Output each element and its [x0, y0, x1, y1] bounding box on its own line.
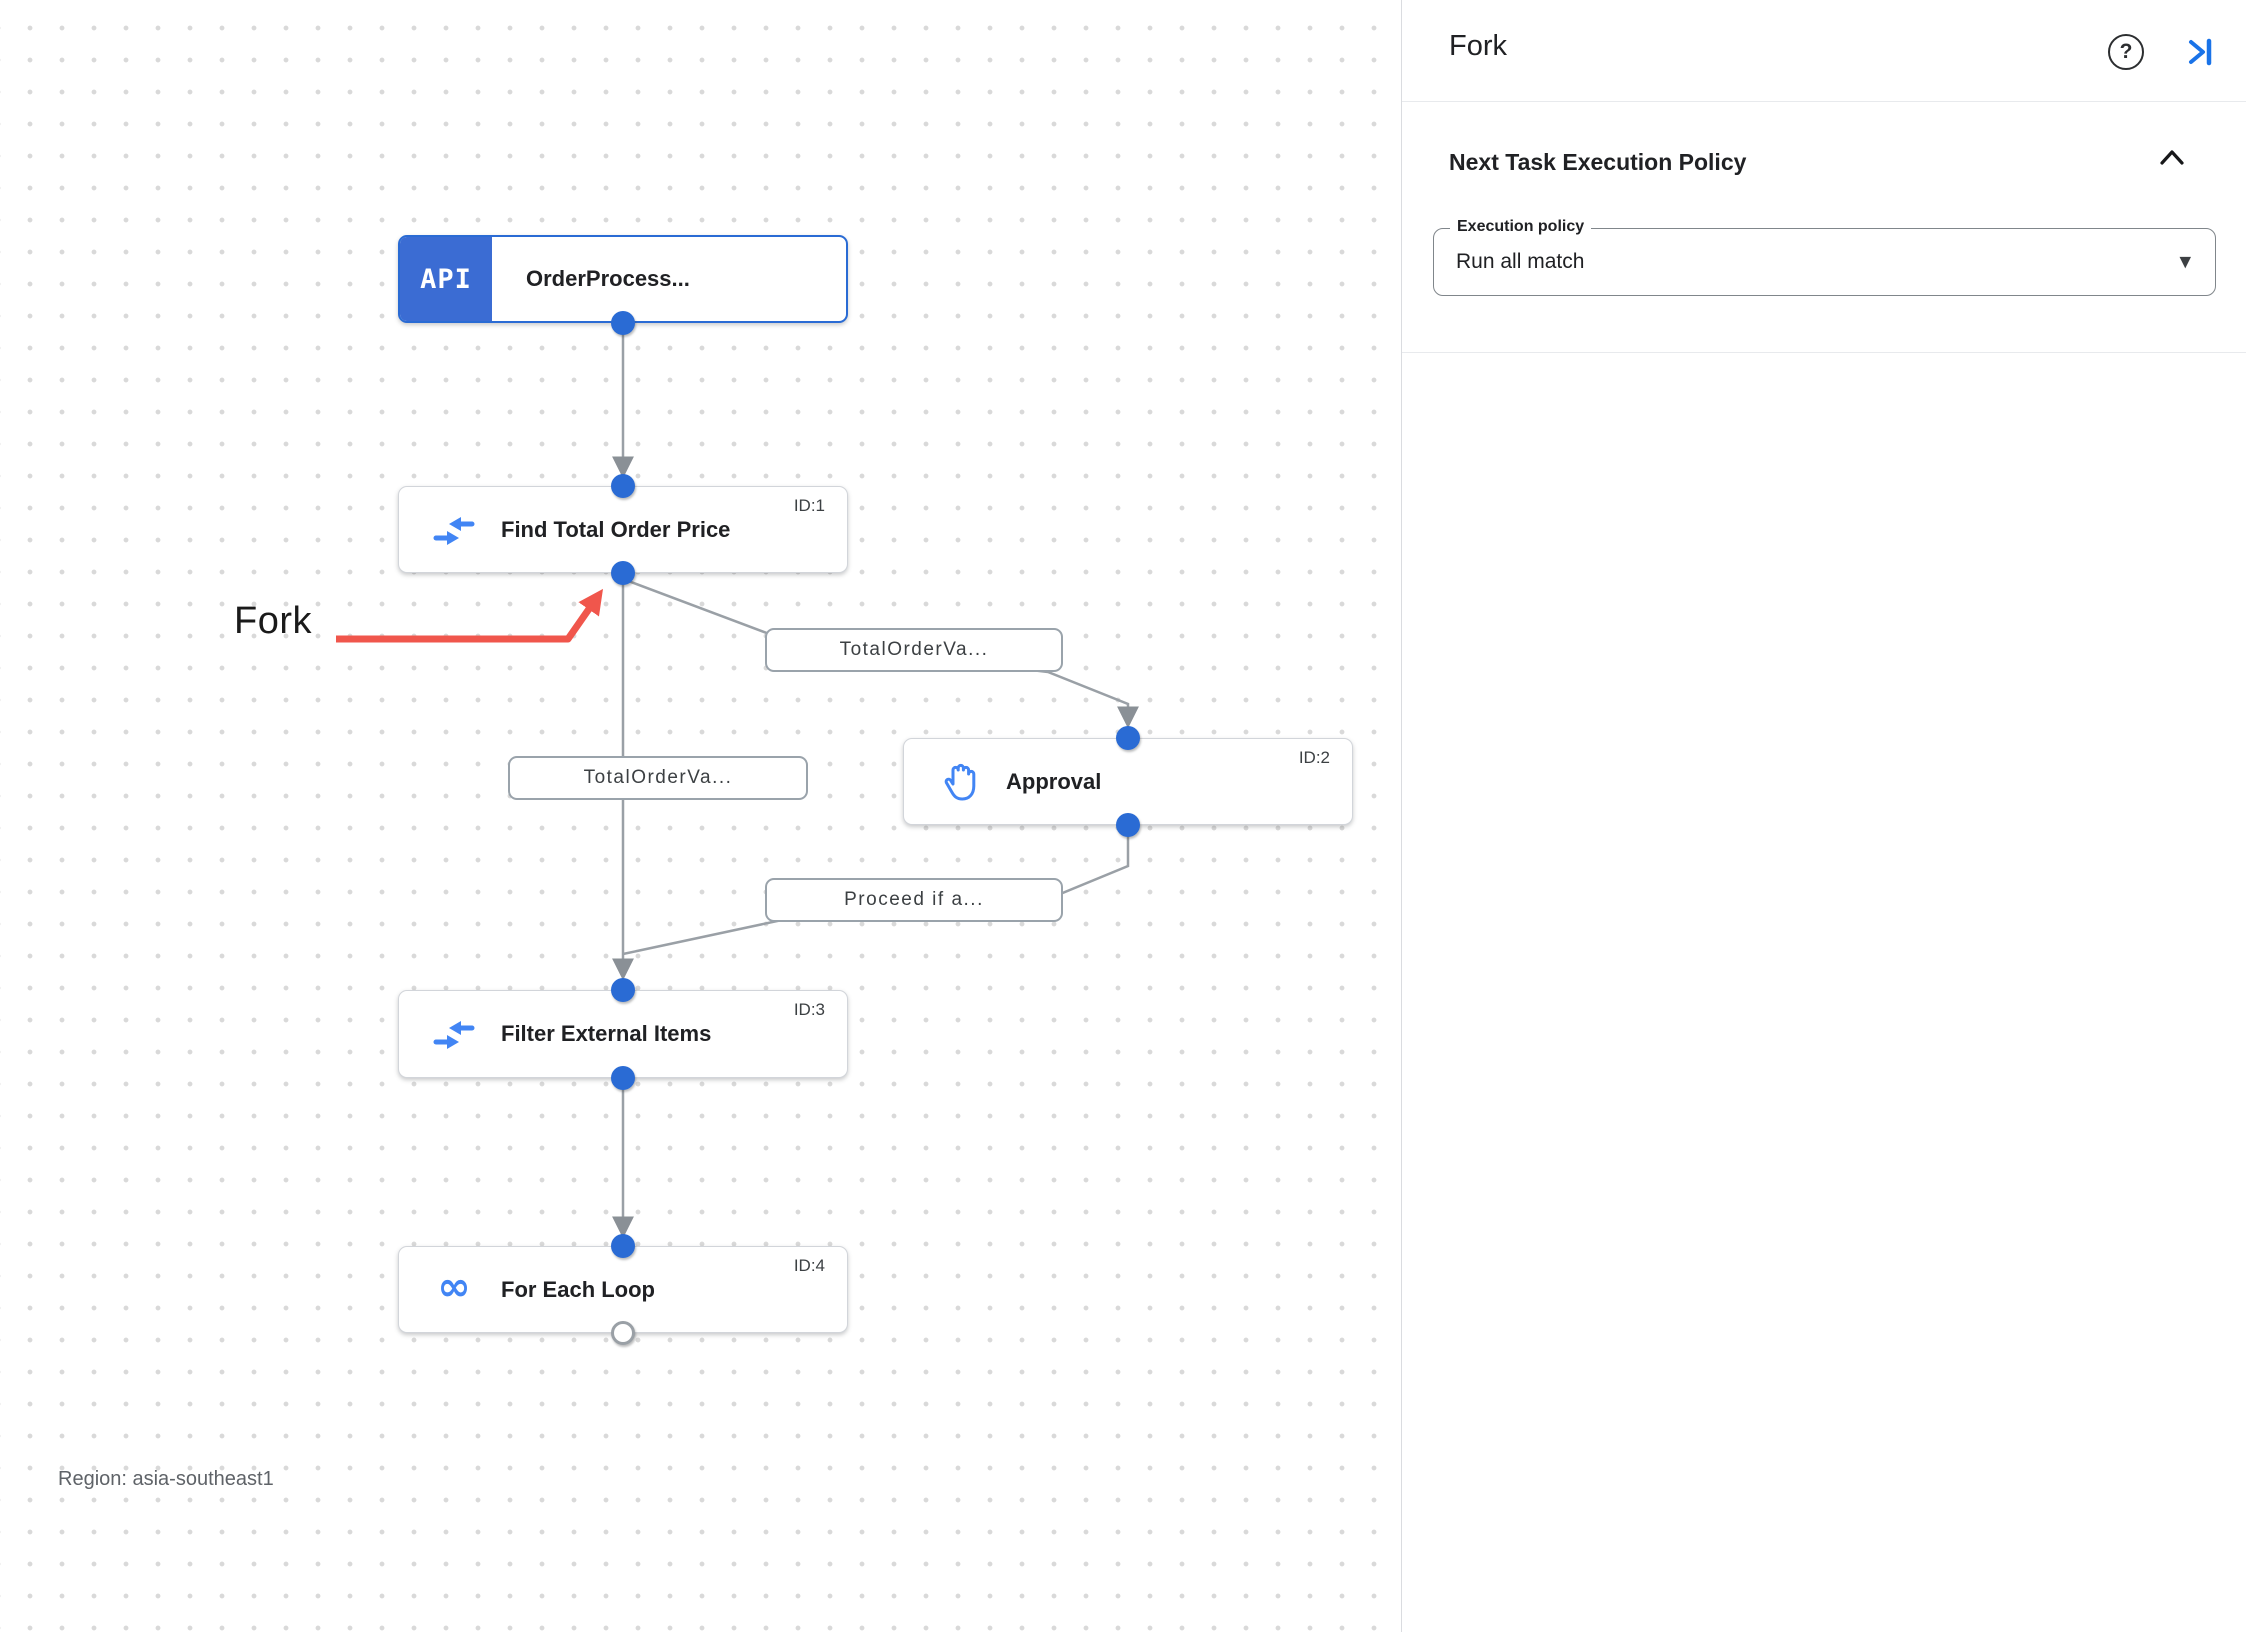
edge-label-total-order-value-approval[interactable]: TotalOrderVa... [765, 628, 1063, 672]
node-id-label: ID:4 [793, 1256, 825, 1275]
node-title: Filter External Items [501, 1021, 712, 1046]
panel-header: Fork ? [1402, 0, 2246, 102]
loop-icon: ∞ [437, 1263, 471, 1310]
port-trigger-out[interactable] [611, 311, 635, 335]
node-id-label: ID:2 [1298, 748, 1330, 767]
region-label: Region: asia-southeast1 [58, 1468, 274, 1490]
port-filter-out[interactable] [611, 1066, 635, 1090]
dropdown-caret-icon: ▼ [2179, 252, 2191, 271]
port-approval-in[interactable] [1116, 726, 1140, 750]
node-find-total-order-price[interactable]: Find Total Order Price ID:1 [398, 486, 848, 573]
port-filter-in[interactable] [611, 978, 635, 1002]
port-find-total-in[interactable] [611, 474, 635, 498]
fork-annotation-label: Fork [234, 600, 312, 642]
task-config-panel: Fork ? Next Task Execution Policy Execut… [1401, 0, 2246, 1632]
node-title: Approval [1006, 768, 1102, 794]
data-mapping-icon [431, 1016, 477, 1052]
execution-policy-value: Run all match [1456, 250, 1585, 273]
help-icon[interactable]: ? [2108, 34, 2144, 70]
workflow-canvas[interactable]: TotalOrderVa... TotalOrderVa... Proceed … [0, 0, 1401, 1632]
edge-label-text: TotalOrderVa... [839, 639, 989, 660]
node-filter-external-items[interactable]: Filter External Items ID:3 [398, 990, 848, 1078]
approval-hand-icon [936, 761, 982, 803]
node-id-label: ID:1 [793, 496, 825, 515]
node-id-label: ID:3 [793, 1000, 825, 1019]
node-title: For Each Loop [501, 1276, 655, 1302]
collapse-panel-icon[interactable] [2184, 36, 2218, 73]
port-loop-in[interactable] [611, 1234, 635, 1258]
api-trigger-icon: API [400, 237, 492, 321]
section-heading: Next Task Execution Policy [1449, 148, 1747, 175]
panel-title: Fork [1449, 30, 1507, 62]
chevron-up-icon[interactable] [2156, 146, 2188, 173]
section-divider [1402, 352, 2246, 353]
execution-policy-select[interactable]: Execution policy Run all match ▼ [1433, 218, 2216, 296]
edge-label-proceed-if-approved[interactable]: Proceed if a... [765, 878, 1063, 922]
port-find-total-out-fork[interactable] [611, 561, 635, 585]
port-loop-out-open[interactable] [611, 1321, 635, 1345]
next-task-policy-section: Next Task Execution Policy [1449, 140, 2206, 184]
edge-label-text: Proceed if a... [844, 889, 984, 910]
help-glyph: ? [2119, 40, 2133, 63]
node-title: OrderProcess... [526, 266, 690, 291]
node-approval[interactable]: Approval ID:2 [903, 738, 1353, 825]
node-for-each-loop[interactable]: ∞ For Each Loop ID:4 [398, 1246, 848, 1333]
node-api-trigger[interactable]: API OrderProcess... [398, 235, 848, 323]
execution-policy-label: Execution policy [1450, 218, 1592, 236]
edge-label-text: TotalOrderVa... [583, 767, 733, 788]
node-title: Find Total Order Price [501, 516, 731, 542]
edge-label-total-order-value-filter[interactable]: TotalOrderVa... [508, 756, 808, 800]
data-mapping-icon [431, 512, 477, 548]
port-approval-out[interactable] [1116, 813, 1140, 837]
